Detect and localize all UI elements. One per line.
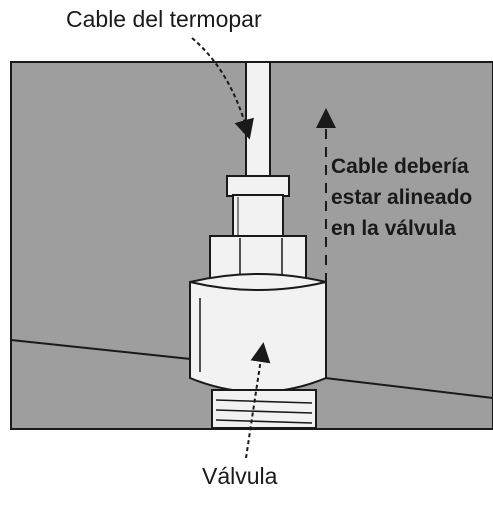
alignment-note-line-3: en la válvula bbox=[331, 217, 456, 240]
valve-body bbox=[189, 273, 327, 393]
alignment-note: Cable debería estar alineado en la válvu… bbox=[331, 151, 472, 244]
thermocouple-cable-label: Cable del termopar bbox=[66, 6, 262, 32]
valve-label: Válvula bbox=[202, 463, 278, 489]
valve-pointer-arrow bbox=[245, 342, 271, 459]
cable-pointer-arrow bbox=[191, 37, 254, 140]
small-fitting-nut bbox=[226, 175, 290, 197]
small-fitting-body bbox=[232, 194, 284, 238]
thermocouple-cable bbox=[245, 61, 271, 185]
horizon-line bbox=[10, 339, 493, 399]
thread-marks bbox=[215, 399, 313, 424]
alignment-note-line-2: estar alineado bbox=[331, 186, 473, 209]
alignment-note-line-1: Cable debería bbox=[331, 155, 469, 178]
